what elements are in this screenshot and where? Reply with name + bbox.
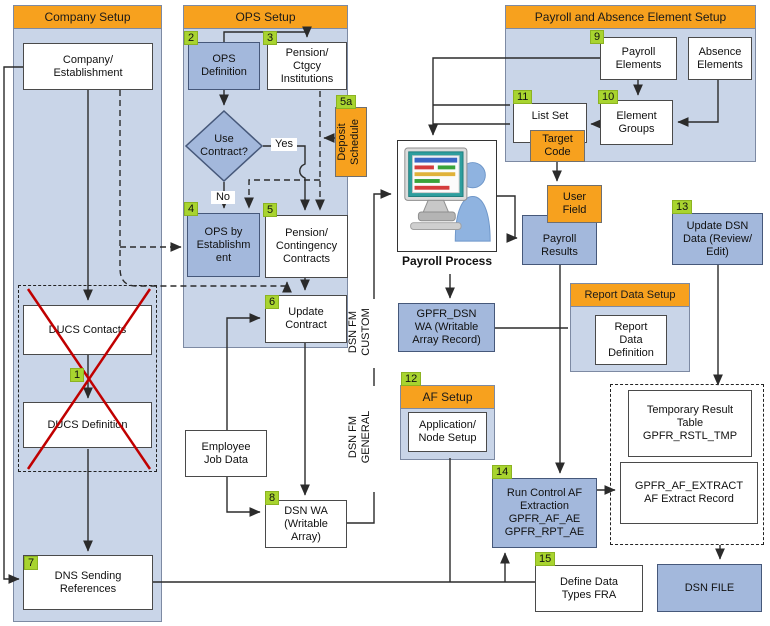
step-badge-13: 13	[672, 200, 693, 214]
node-company-establishment: Company/ Establishment	[23, 43, 153, 90]
node-ops-by-establishment: OPS by Establishm ent	[187, 213, 260, 277]
payroll-process-icon	[403, 147, 491, 242]
step-badge-6: 6	[265, 295, 280, 309]
node-define-data-types-fra: Define Data Types FRA	[535, 565, 643, 612]
node-use-contract-decision: Use Contract?	[184, 109, 264, 183]
node-target-code: Target Code	[530, 130, 585, 162]
node-dsn-file: DSN FILE	[657, 564, 762, 612]
node-gpfr-dsn-wa: GPFR_DSN WA (Writable Array Record)	[398, 303, 495, 352]
step-badge-12: 12	[401, 372, 422, 386]
node-temporary-result-table: Temporary Result Table GPFR_RSTL_TMP	[628, 390, 752, 457]
step-badge-1: 1	[70, 368, 85, 382]
label-dsn-fm-custom: DSN FM CUSTOM	[347, 308, 372, 356]
step-badge-5a: 5a	[336, 95, 357, 109]
label-yes: Yes	[271, 138, 297, 151]
step-badge-7: 7	[24, 556, 39, 570]
node-application-node-setup: Application/ Node Setup	[408, 412, 487, 452]
node-pension-ctgcy-institutions: Pension/ Ctgcy Institutions	[267, 42, 347, 90]
node-payroll-process	[397, 140, 497, 252]
node-run-control-af-extraction: Run Control AF Extraction GPFR_AF_AE GPF…	[492, 478, 597, 548]
decision-label: Use Contract?	[200, 133, 248, 158]
step-badge-10: 10	[598, 90, 619, 104]
monitor-icon	[403, 147, 467, 230]
node-deposit-schedule-label: Deposit Schedule	[336, 119, 361, 165]
node-update-contract: Update Contract	[265, 295, 347, 343]
node-pension-contingency-contracts: Pension/ Contingency Contracts	[265, 215, 348, 278]
panel-ops-setup-header: OPS Setup	[184, 6, 347, 29]
step-badge-9: 9	[590, 30, 605, 44]
label-dsn-fm-general: DSN FM GENERAL	[347, 410, 372, 464]
panel-payroll-absence-setup-header: Payroll and Absence Element Setup	[506, 6, 755, 29]
node-payroll-elements: Payroll Elements	[600, 37, 677, 80]
panel-company-setup-header: Company Setup	[14, 6, 161, 29]
node-update-dsn-data: Update DSN Data (Review/ Edit)	[672, 213, 763, 265]
panel-af-setup-header: AF Setup	[401, 386, 494, 409]
node-absence-elements: Absence Elements	[688, 37, 752, 80]
node-user-field: User Field	[547, 185, 602, 223]
step-badge-3: 3	[263, 31, 278, 45]
node-payroll-results: Payroll Results	[522, 215, 597, 265]
panel-report-data-setup: Report Data Setup	[570, 283, 690, 372]
node-employee-job-data: Employee Job Data	[185, 430, 267, 477]
node-ducs-definition: DUCS Definition	[23, 402, 152, 448]
node-dns-sending-references: DNS Sending References	[23, 555, 153, 610]
af-extract-group	[610, 384, 764, 545]
node-gpfr-af-extract: GPFR_AF_EXTRACT AF Extract Record	[620, 462, 758, 524]
node-report-data-definition: Report Data Definition	[595, 315, 667, 365]
node-deposit-schedule	[335, 107, 367, 177]
node-ops-definition: OPS Definition	[188, 42, 260, 90]
node-dsn-wa: DSN WA (Writable Array)	[265, 500, 347, 548]
step-badge-4: 4	[184, 202, 199, 216]
step-badge-2: 2	[184, 31, 199, 45]
step-badge-8: 8	[265, 491, 280, 505]
node-ducs-contacts: DUCS Contacts	[23, 305, 152, 355]
step-badge-5: 5	[263, 203, 278, 217]
label-no: No	[211, 191, 235, 204]
node-element-groups: Element Groups	[600, 100, 673, 145]
step-badge-15: 15	[535, 552, 556, 566]
step-badge-14: 14	[492, 465, 513, 479]
panel-report-data-setup-header: Report Data Setup	[571, 284, 689, 307]
node-payroll-process-caption: Payroll Process	[401, 254, 493, 268]
step-badge-11: 11	[513, 90, 533, 104]
